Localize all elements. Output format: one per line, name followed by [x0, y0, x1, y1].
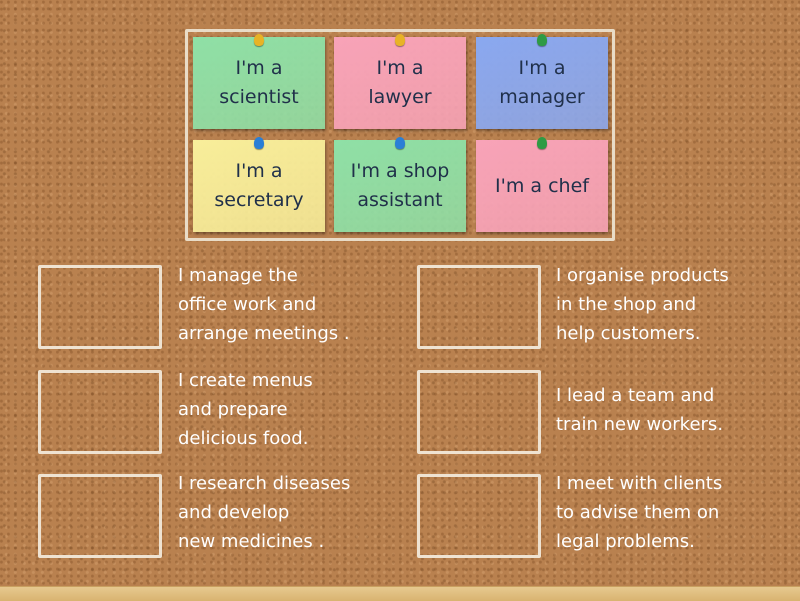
description-4: I lead a team and train new workers.	[556, 385, 724, 435]
description-6: I meet with clients to advise them on le…	[556, 473, 723, 552]
drop-slot-1[interactable]	[38, 265, 162, 349]
card-lawyer[interactable]: I'm a lawyer	[334, 34, 466, 129]
description-1: I manage the office work and arrange mee…	[178, 265, 350, 344]
pushpin-icon	[254, 34, 264, 46]
drop-slot-6[interactable]	[417, 474, 541, 558]
pushpin-icon	[537, 137, 547, 149]
pushpin-icon	[395, 34, 405, 46]
pushpin-icon	[395, 137, 405, 149]
pushpin-icon	[537, 34, 547, 46]
card-shop-assistant[interactable]: I'm a shop assistant	[334, 137, 466, 232]
drop-slot-4[interactable]	[417, 370, 541, 454]
card-manager[interactable]: I'm a manager	[476, 34, 608, 129]
card-label: I'm a scientist	[219, 57, 299, 108]
answer-card-tray	[185, 29, 615, 241]
drop-slot-2[interactable]	[417, 265, 541, 349]
card-label: I'm a secretary	[214, 160, 304, 211]
card-label: I'm a shop assistant	[350, 160, 450, 211]
drop-slot-5[interactable]	[38, 474, 162, 558]
card-chef[interactable]: I'm a chef	[476, 137, 608, 232]
card-label: I'm a manager	[499, 57, 585, 108]
card-label: I'm a lawyer	[368, 57, 432, 108]
card-label: I'm a chef	[495, 174, 589, 197]
drop-slot-3[interactable]	[38, 370, 162, 454]
description-3: I create menus and prepare delicious foo…	[178, 370, 313, 449]
description-2: I organise products in the shop and help…	[556, 265, 729, 344]
pushpin-icon	[254, 137, 264, 149]
card-scientist[interactable]: I'm a scientist	[193, 34, 325, 129]
wooden-shelf	[0, 586, 800, 601]
description-5: I research diseases and develop new medi…	[178, 473, 351, 552]
card-secretary[interactable]: I'm a secretary	[193, 137, 325, 232]
